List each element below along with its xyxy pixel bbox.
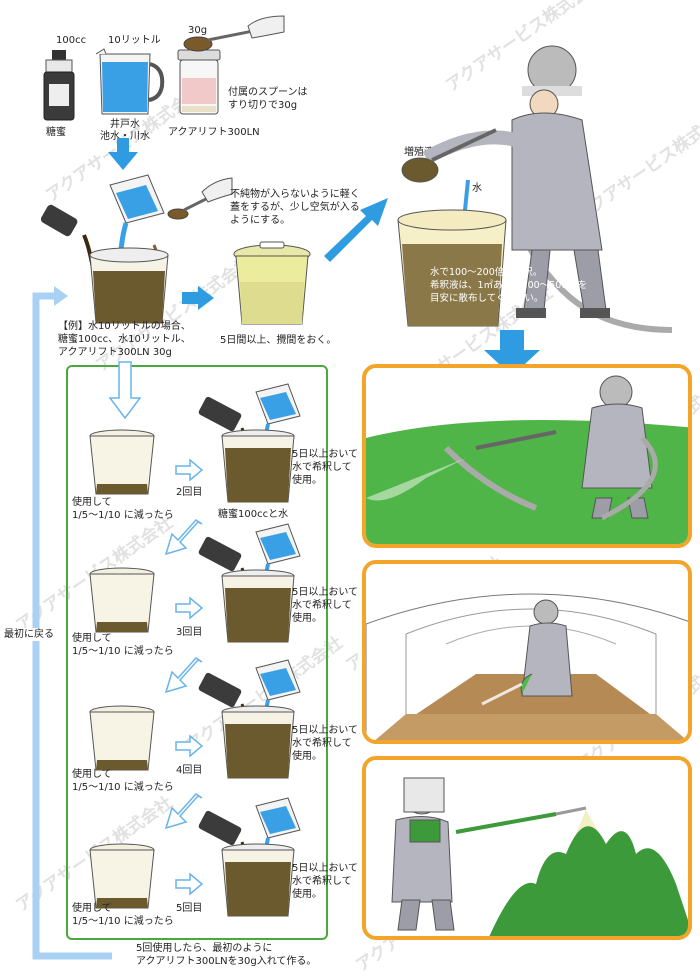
label-used: 使用して 1/5～1/10 に減ったら [72, 633, 174, 657]
label-molasses: 糖蜜 [46, 127, 66, 138]
spoon-hand-icon [183, 15, 285, 52]
label-wait: 5日間以上、攪間をおく。 [220, 335, 337, 346]
arrow-right-outline-icon [175, 734, 204, 758]
label-dilution: 水で100～200倍に希釈。 希釈液は、1㎡あたり200～500ccを 目安に散… [430, 267, 588, 304]
label-add: 糖蜜100ccと水 [218, 509, 289, 520]
label-after: 5日以上おいて 水で希釈して 使用。 [292, 725, 359, 762]
arrow-diagonal-outline-icon [164, 793, 203, 830]
label-10-liter: 10リットル [108, 35, 161, 46]
bucket-low-icon [89, 567, 155, 633]
cycle-frame [66, 365, 328, 940]
arrow-right-icon [182, 286, 214, 310]
pour-bucket-icon [198, 523, 301, 643]
bucket-low-icon [89, 429, 155, 495]
label-lid-note: 不純物が入らないように軽く 蓋をするが、少し空気が入る ようにする。 [230, 189, 360, 226]
backpack-sprayer-illustration [391, 777, 688, 936]
pour-bucket-icon [198, 659, 301, 779]
water-jug-icon [95, 48, 165, 115]
label-after: 5日以上おいて 水で希釈して 使用。 [292, 863, 359, 900]
closed-bucket-icon [233, 241, 311, 325]
arrow-down-outline-icon [108, 361, 142, 420]
label-example: 【例】水10リットルの場合、 糖蜜100cc、水10リットル、 アクアリフト30… [58, 321, 191, 358]
arrow-right-outline-icon [175, 872, 204, 896]
arrow-down-big-icon [484, 330, 540, 376]
molasses-bottle-icon [43, 50, 75, 121]
label-100cc: 100cc [56, 35, 87, 46]
label-used: 使用して 1/5～1/10 に減ったら [72, 903, 174, 927]
panel-lawn [362, 364, 692, 548]
label-footer: 5回使用したら、最初のように アクアリフト300LNを30g入れて作る。 [136, 943, 317, 967]
aqualift-jar-icon [177, 49, 221, 115]
pour-bucket-icon [198, 797, 301, 917]
bucket-low-icon [89, 705, 155, 771]
pour-bucket-icon [198, 383, 301, 503]
bucket-low-icon [89, 843, 155, 909]
loop-back-arrow [32, 286, 112, 960]
hand-spoon-icon [167, 177, 233, 220]
arrow-right-outline-icon [175, 596, 204, 620]
label-round4: 4回目 [176, 765, 203, 776]
arrow-diagonal-icon [324, 198, 388, 262]
label-round2: 2回目 [176, 487, 203, 498]
label-round5: 5回目 [176, 903, 203, 914]
label-back-to-start: 最初に戻る [4, 628, 54, 641]
greenhouse-illustration [366, 593, 688, 740]
mixing-bucket-illustration [40, 174, 169, 324]
label-water: 水 [472, 183, 482, 194]
label-30g: 30g [188, 25, 208, 36]
arrow-right-outline-icon [175, 458, 204, 482]
arrow-down-icon [108, 138, 138, 170]
label-after: 5日以上おいて 水で希釈して 使用。 [292, 587, 359, 624]
arrow-diagonal-outline-icon [164, 519, 203, 556]
worker-dilution-illustration [397, 45, 673, 333]
label-used: 使用して 1/5～1/10 に減ったら [72, 497, 174, 521]
label-round3: 3回目 [176, 627, 203, 638]
label-spoon-note: 付属のスプーンは すり切りで30g [228, 87, 308, 111]
lawn-spray-illustration [366, 375, 688, 544]
label-culture: 増殖液 [404, 147, 434, 158]
label-used: 使用して 1/5～1/10 に減ったら [72, 769, 174, 793]
label-pond-water: 池水・川水 [100, 131, 150, 142]
arrow-diagonal-outline-icon [164, 657, 203, 694]
panel-greenhouse [362, 560, 692, 744]
label-after: 5日以上おいて 水で希釈して 使用。 [292, 449, 359, 486]
label-well-water: 井戸水 [110, 119, 140, 130]
label-aqualift: アクアリフト300LN [168, 127, 260, 138]
panel-backpack-sprayer [362, 756, 692, 940]
